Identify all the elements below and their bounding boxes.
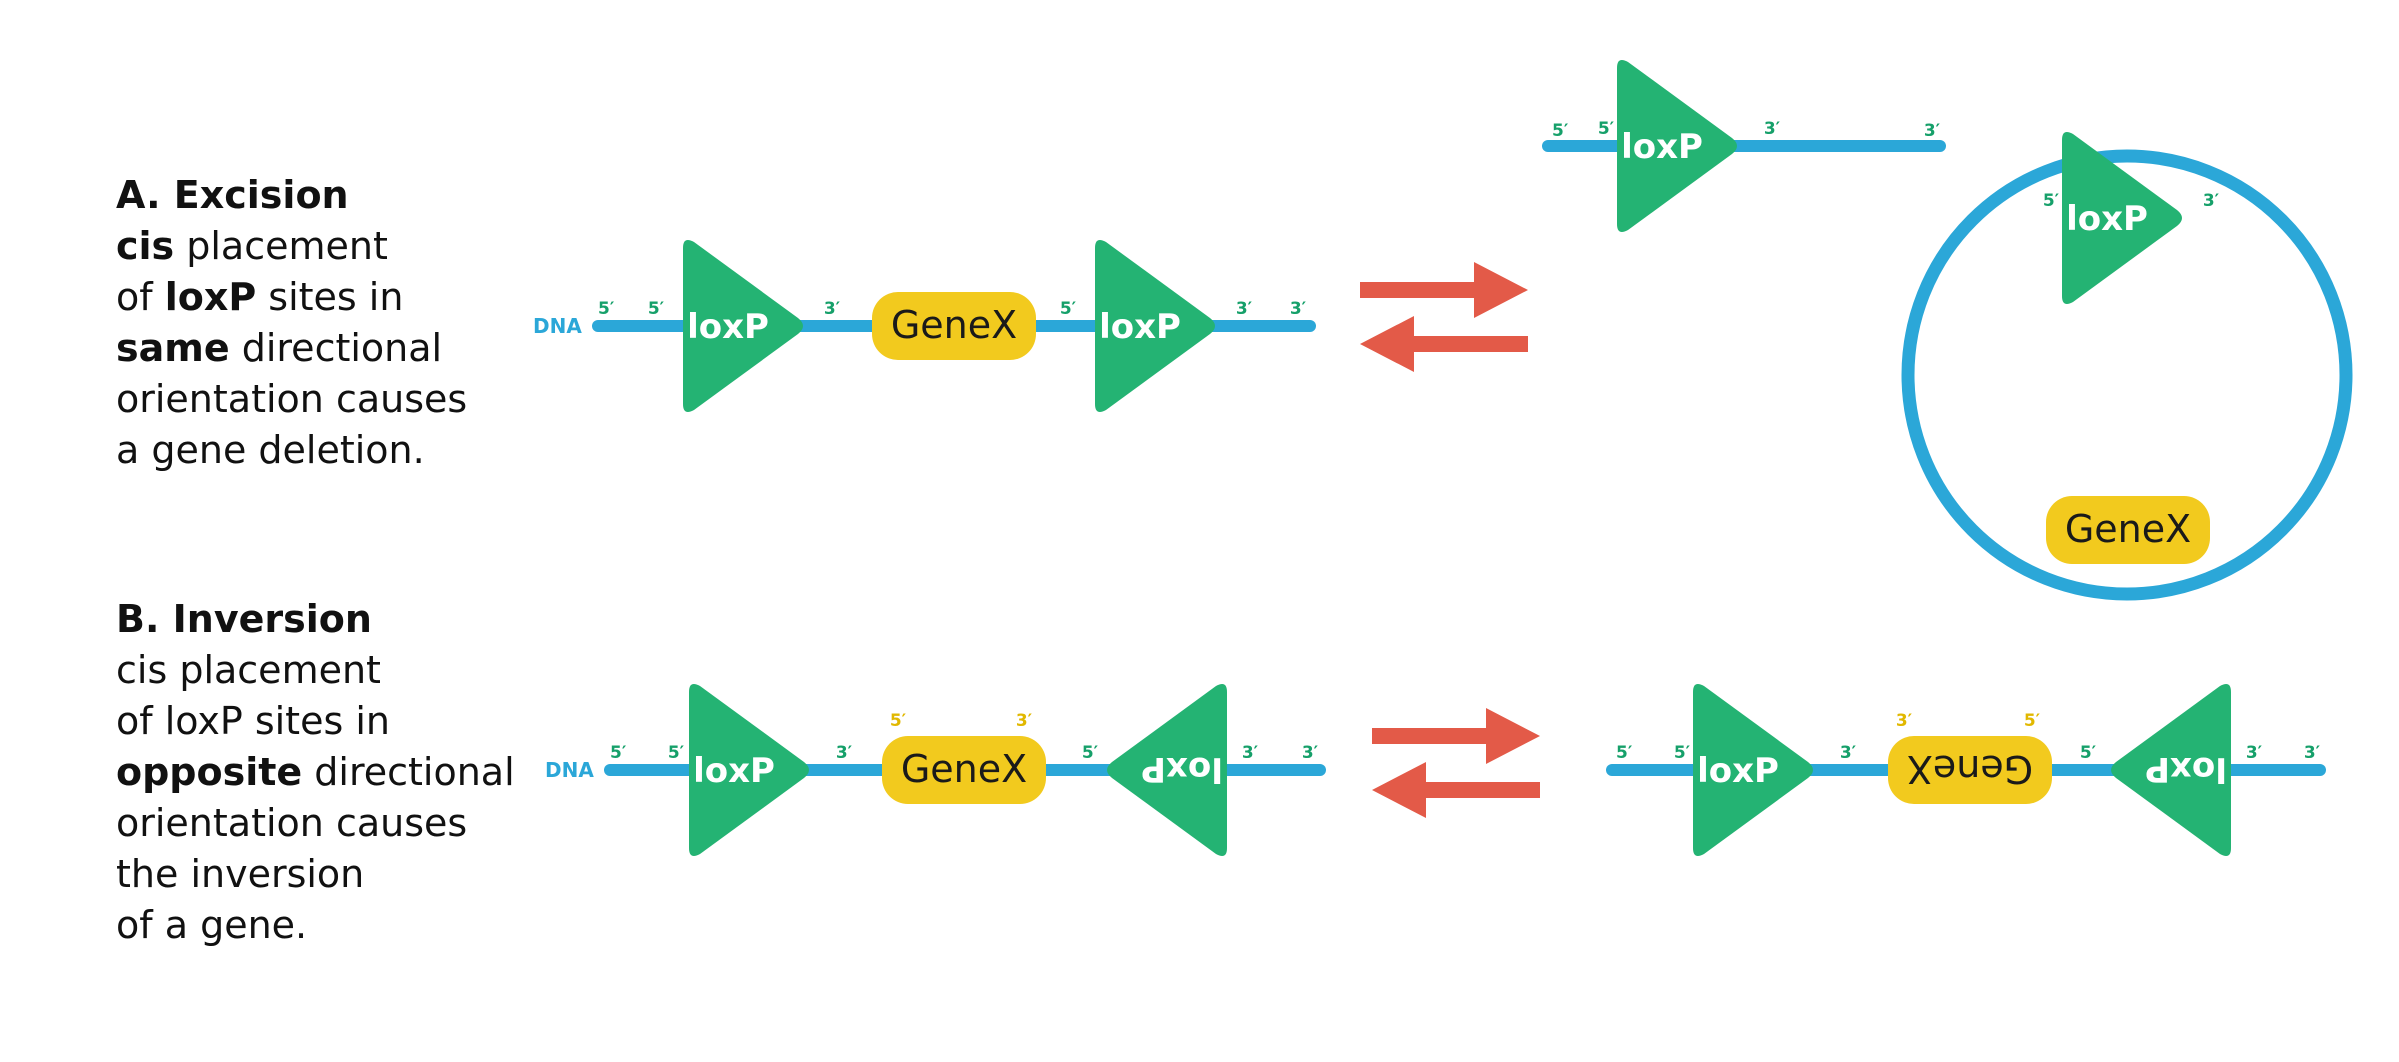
caption-excision: A. Excision cis placement of loxP sites … bbox=[116, 173, 468, 472]
gene-label: GeneX bbox=[2065, 507, 2191, 551]
three-prime-label: 3′ bbox=[1896, 711, 1913, 731]
loxp-label: loxP bbox=[687, 307, 769, 347]
five-prime-label: 5′ bbox=[1082, 743, 1099, 763]
caption-inversion: B. Inversion cis placement of loxP sites… bbox=[116, 597, 515, 947]
three-prime-label: 3′ bbox=[836, 743, 853, 763]
equilibrium-arrows-icon bbox=[1372, 708, 1540, 818]
five-prime-label: 5′ bbox=[610, 743, 627, 763]
loxp-label: loxP bbox=[2145, 749, 2227, 789]
five-prime-label: 5′ bbox=[2024, 711, 2041, 731]
three-prime-label: 3′ bbox=[1764, 119, 1781, 139]
gene-box-inverted: GeneX 3′ 5′ bbox=[1888, 711, 2052, 804]
heading-inversion: B. Inversion bbox=[116, 597, 372, 641]
five-prime-label: 5′ bbox=[668, 743, 685, 763]
five-prime-label: 5′ bbox=[2080, 743, 2097, 763]
loxp-label: loxP bbox=[2066, 199, 2148, 239]
three-prime-label: 3′ bbox=[2304, 743, 2321, 763]
three-prime-label: 3′ bbox=[824, 299, 841, 319]
five-prime-label: 5′ bbox=[1552, 121, 1569, 141]
equilibrium-arrows-icon bbox=[1360, 262, 1528, 372]
row-b-inverted-dna: 5′ loxP 5′ 3′ GeneX 3′ 5′ loxP 5′ 3′ 3′ bbox=[1606, 684, 2326, 856]
heading-excision: A. Excision bbox=[116, 173, 349, 217]
three-prime-label: 3′ bbox=[1302, 743, 1319, 763]
loxp-label: loxP bbox=[1697, 751, 1779, 791]
dna-label: DNA bbox=[533, 314, 582, 338]
gene-label: GeneX bbox=[891, 303, 1017, 347]
three-prime-label: 3′ bbox=[2203, 191, 2220, 211]
five-prime-label: 5′ bbox=[1674, 743, 1691, 763]
five-prime-label: 5′ bbox=[1060, 299, 1077, 319]
loxp-site: loxP 5′ 3′ bbox=[668, 684, 853, 856]
dna-circle bbox=[1901, 149, 2353, 601]
three-prime-label: 3′ bbox=[1840, 743, 1857, 763]
loxp-site: loxP 5′ 3′ bbox=[648, 240, 841, 412]
gene-box: GeneX 5′ 3′ bbox=[882, 711, 1046, 804]
three-prime-label: 3′ bbox=[2246, 743, 2263, 763]
loxp-label: loxP bbox=[1621, 127, 1703, 167]
row-a-linear-dna: DNA 5′ loxP 5′ 3′ GeneX loxP 5′ 3′ 3′ bbox=[533, 240, 1316, 412]
three-prime-label: 3′ bbox=[1236, 299, 1253, 319]
row-b-linear-dna: DNA 5′ loxP 5′ 3′ GeneX 5′ 3′ loxP 5′ 3′… bbox=[545, 684, 1326, 856]
row-a-circular-dna: loxP 5′ 3′ GeneX bbox=[1901, 132, 2353, 601]
loxp-label: loxP bbox=[1141, 749, 1223, 789]
loxp-site-inverted: loxP 5′ 3′ bbox=[1082, 684, 1259, 856]
five-prime-label: 5′ bbox=[1616, 743, 1633, 763]
five-prime-label: 5′ bbox=[890, 711, 907, 731]
five-prime-label: 5′ bbox=[2043, 191, 2060, 211]
three-prime-label: 3′ bbox=[1242, 743, 1259, 763]
loxp-site: loxP 5′ 3′ bbox=[1674, 684, 1857, 856]
gene-label: GeneX bbox=[901, 747, 1027, 791]
three-prime-label: 3′ bbox=[1924, 121, 1941, 141]
five-prime-label: 5′ bbox=[598, 299, 615, 319]
gene-label: GeneX bbox=[1907, 747, 2033, 791]
loxp-site: loxP 5′ 3′ bbox=[2043, 132, 2220, 304]
loxp-label: loxP bbox=[1099, 307, 1181, 347]
row-a-excised-dna: 5′ loxP 5′ 3′ 3′ bbox=[1542, 60, 1946, 232]
loxp-site: loxP 5′ 3′ bbox=[1060, 240, 1253, 412]
three-prime-label: 3′ bbox=[1290, 299, 1307, 319]
loxp-site: loxP 5′ 3′ bbox=[1598, 60, 1781, 232]
gene-box: GeneX bbox=[872, 292, 1036, 360]
loxp-label: loxP bbox=[693, 751, 775, 791]
loxp-site-inverted: loxP 5′ 3′ bbox=[2080, 684, 2263, 856]
gene-box: GeneX bbox=[2046, 496, 2210, 564]
five-prime-label: 5′ bbox=[1598, 119, 1615, 139]
five-prime-label: 5′ bbox=[648, 299, 665, 319]
dna-label: DNA bbox=[545, 758, 594, 782]
three-prime-label: 3′ bbox=[1016, 711, 1033, 731]
